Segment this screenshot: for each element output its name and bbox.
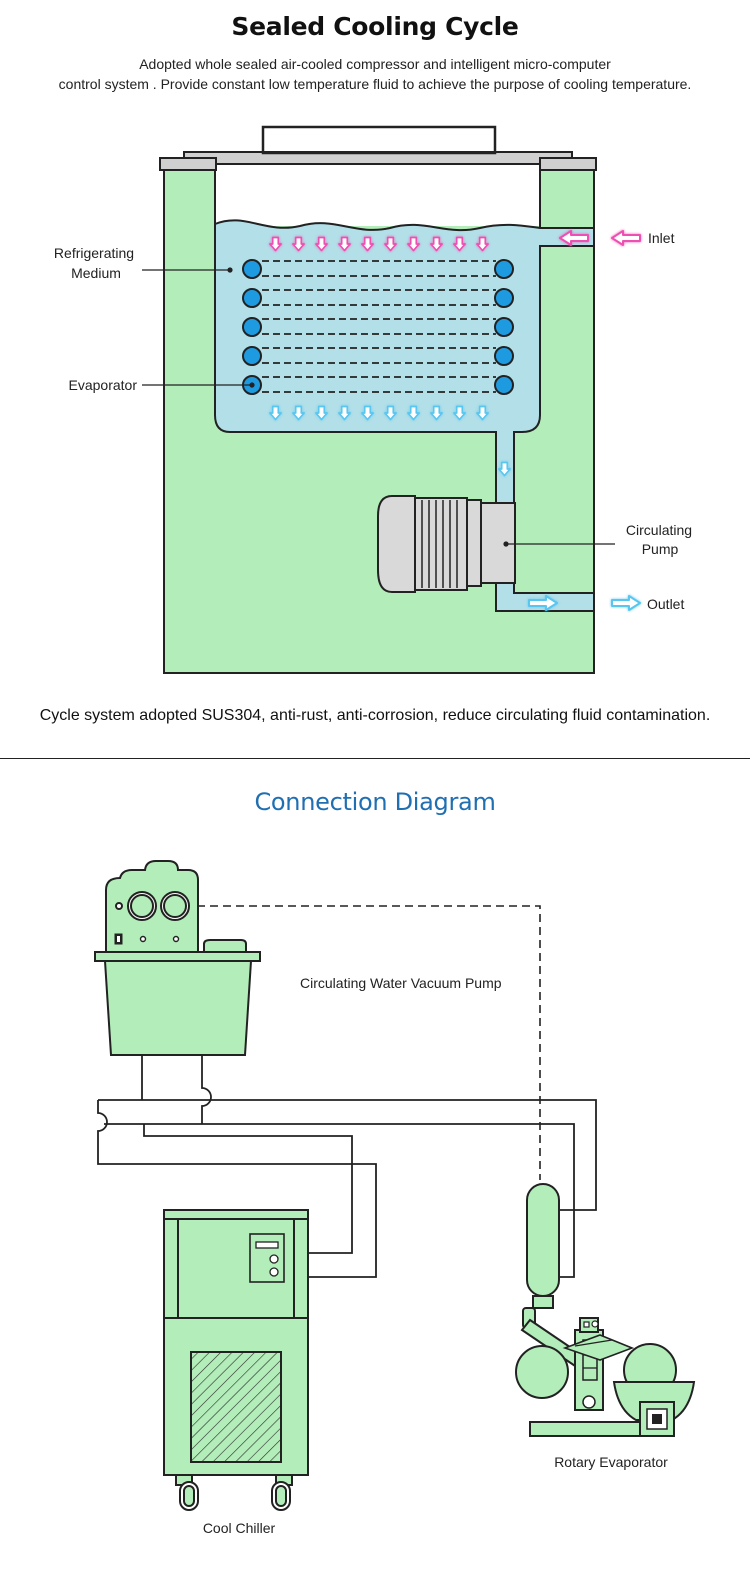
rotary-evaporator-label: Rotary Evaporator bbox=[554, 1454, 668, 1470]
circulating-pump-label-1: Circulating bbox=[626, 522, 692, 538]
rotary-evaporator bbox=[515, 1183, 696, 1437]
cooling-cycle-diagram: Refrigerating Medium Evaporator Inlet Ou… bbox=[54, 125, 692, 674]
connection-diagram: Circulating Water Vacuum Pump Cool Chill… bbox=[94, 860, 696, 1536]
refrigerating-medium-label-2: Medium bbox=[71, 265, 121, 281]
inlet-label: Inlet bbox=[648, 230, 675, 246]
piping bbox=[97, 1055, 597, 1278]
description-line-1: Adopted whole sealed air-cooled compress… bbox=[139, 56, 611, 72]
vacuum-line bbox=[197, 905, 541, 1180]
cool-chiller bbox=[163, 1209, 309, 1511]
inlet-arrow-icon bbox=[559, 230, 641, 246]
section-divider bbox=[0, 758, 750, 759]
circulating-pump-label-2: Pump bbox=[642, 541, 679, 557]
vacuum-pump-label: Circulating Water Vacuum Pump bbox=[300, 975, 502, 991]
sealed-cooling-cycle-title: Sealed Cooling Cycle bbox=[231, 12, 519, 41]
circulating-pump bbox=[377, 495, 516, 593]
cool-chiller-label: Cool Chiller bbox=[203, 1520, 276, 1536]
connection-diagram-title: Connection Diagram bbox=[254, 788, 496, 816]
evaporator-label: Evaporator bbox=[69, 377, 138, 393]
cycle-system-caption: Cycle system adopted SUS304, anti-rust, … bbox=[39, 707, 711, 724]
vacuum-pump bbox=[94, 860, 261, 1056]
lid-handle bbox=[261, 125, 497, 155]
refrigerating-medium-label-1: Refrigerating bbox=[54, 245, 134, 261]
outlet-label: Outlet bbox=[647, 596, 684, 612]
description-line-2: control system . Provide constant low te… bbox=[58, 76, 692, 92]
evaporator-coils bbox=[242, 259, 514, 395]
